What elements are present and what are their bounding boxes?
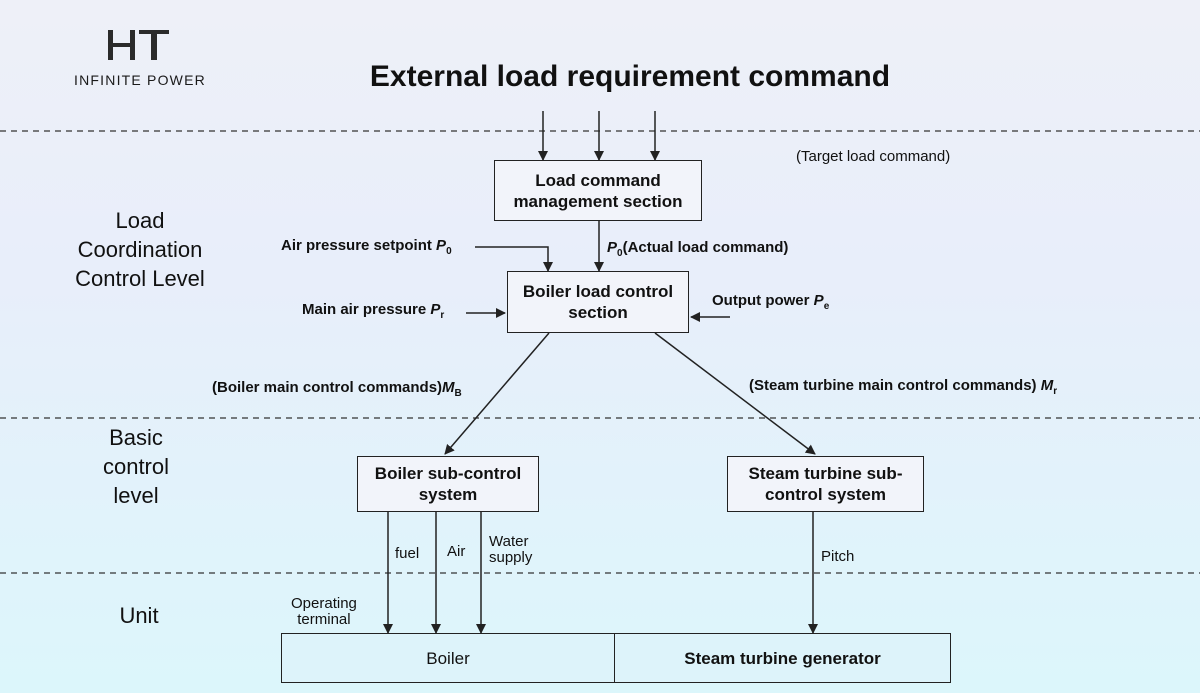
diagram-title: External load requirement command xyxy=(369,60,891,93)
level-label-unit: Unit xyxy=(119,603,159,628)
turbine-sub-control-label: Steam turbine sub-control system xyxy=(748,464,903,504)
level-label-basic-line-2: control xyxy=(102,454,170,479)
level-label-basic-line-1: Basic xyxy=(109,425,163,450)
boiler-unit-box: Boiler xyxy=(281,633,615,683)
level-label-basic: Basic control level xyxy=(76,423,196,510)
water-supply-label: Water supply xyxy=(489,534,532,566)
main-air-pressure-label: Main air pressure Pr xyxy=(302,301,444,324)
water-supply-line-2: supply xyxy=(489,549,533,566)
air-pressure-setpoint-symbol: P xyxy=(436,237,447,254)
boiler-main-commands-label: (Boiler main control commands)MB xyxy=(212,379,462,402)
output-power-symbol: P xyxy=(813,292,824,309)
operating-terminal-label: Operating terminal xyxy=(291,596,357,628)
output-power-sub: e xyxy=(823,301,830,312)
operating-terminal-line-1: Operating xyxy=(291,595,357,612)
boiler-main-commands-text: (Boiler main control commands) xyxy=(212,379,443,396)
level-label-coordination-line-1: Load xyxy=(115,208,165,233)
setpoint-arrow xyxy=(475,246,553,272)
boiler-main-commands-symbol: M xyxy=(442,379,455,396)
air-pressure-setpoint-text: Air pressure setpoint xyxy=(281,237,432,254)
actual-load-label: P0(Actual load command) xyxy=(607,239,788,262)
operating-terminal-line-2: terminal xyxy=(297,611,351,628)
turbine-main-commands-sub: r xyxy=(1053,386,1058,397)
air-pressure-setpoint-sub: 0 xyxy=(446,246,452,257)
water-supply-line-1: Water xyxy=(489,533,529,550)
boiler-sub-control-box: Boiler sub-control system xyxy=(357,456,539,512)
air-pressure-setpoint-label: Air pressure setpoint P0 xyxy=(281,237,452,260)
actual-load-text: (Actual load command) xyxy=(622,239,789,256)
pitch-label: Pitch xyxy=(821,548,855,565)
boiler-command-arrow xyxy=(444,332,550,455)
level-label-coordination-line-3: Control Level xyxy=(75,266,205,291)
boiler-sub-control-label: Boiler sub-control system xyxy=(374,464,522,504)
turbine-generator-label: Steam turbine generator xyxy=(684,648,881,668)
turbine-generator-box: Steam turbine generator xyxy=(614,633,951,683)
main-air-pressure-text: Main air pressure xyxy=(302,301,427,318)
target-load-label: (Target load command) xyxy=(796,148,951,165)
logo-tagline: INFINITE POWER xyxy=(74,72,206,88)
output-power-text: Output power xyxy=(712,292,810,309)
level-label-coordination-line-2: Coordination xyxy=(77,237,203,262)
level-label-coordination: Load Coordination Control Level xyxy=(50,206,230,293)
turbine-main-commands-label: (Steam turbine main control commands) Mr xyxy=(749,377,1057,400)
actual-load-sub: 0 xyxy=(617,248,623,259)
air-label: Air xyxy=(447,543,466,560)
load-command-management-label: Load command management section xyxy=(513,170,683,211)
boiler-load-control-box: Boiler load control section xyxy=(507,271,689,333)
turbine-main-commands-text: (Steam turbine main control commands) xyxy=(749,377,1037,394)
output-power-label: Output power Pe xyxy=(712,292,829,315)
ht-logo-mark xyxy=(108,30,169,60)
load-command-management-box: Load command management section xyxy=(494,160,702,221)
fuel-label: fuel xyxy=(395,545,420,562)
turbine-sub-control-box: Steam turbine sub-control system xyxy=(727,456,924,512)
level-label-basic-line-3: level xyxy=(113,483,159,508)
main-air-pressure-symbol: P xyxy=(430,301,441,318)
main-air-pressure-sub: r xyxy=(440,310,445,321)
turbine-command-arrow xyxy=(654,332,816,455)
turbine-main-commands-symbol: M xyxy=(1040,377,1054,394)
boiler-unit-label: Boiler xyxy=(426,648,470,668)
boiler-main-commands-sub: B xyxy=(454,388,462,399)
boiler-load-control-label: Boiler load control section xyxy=(522,282,674,322)
actual-load-symbol: P xyxy=(607,239,618,256)
